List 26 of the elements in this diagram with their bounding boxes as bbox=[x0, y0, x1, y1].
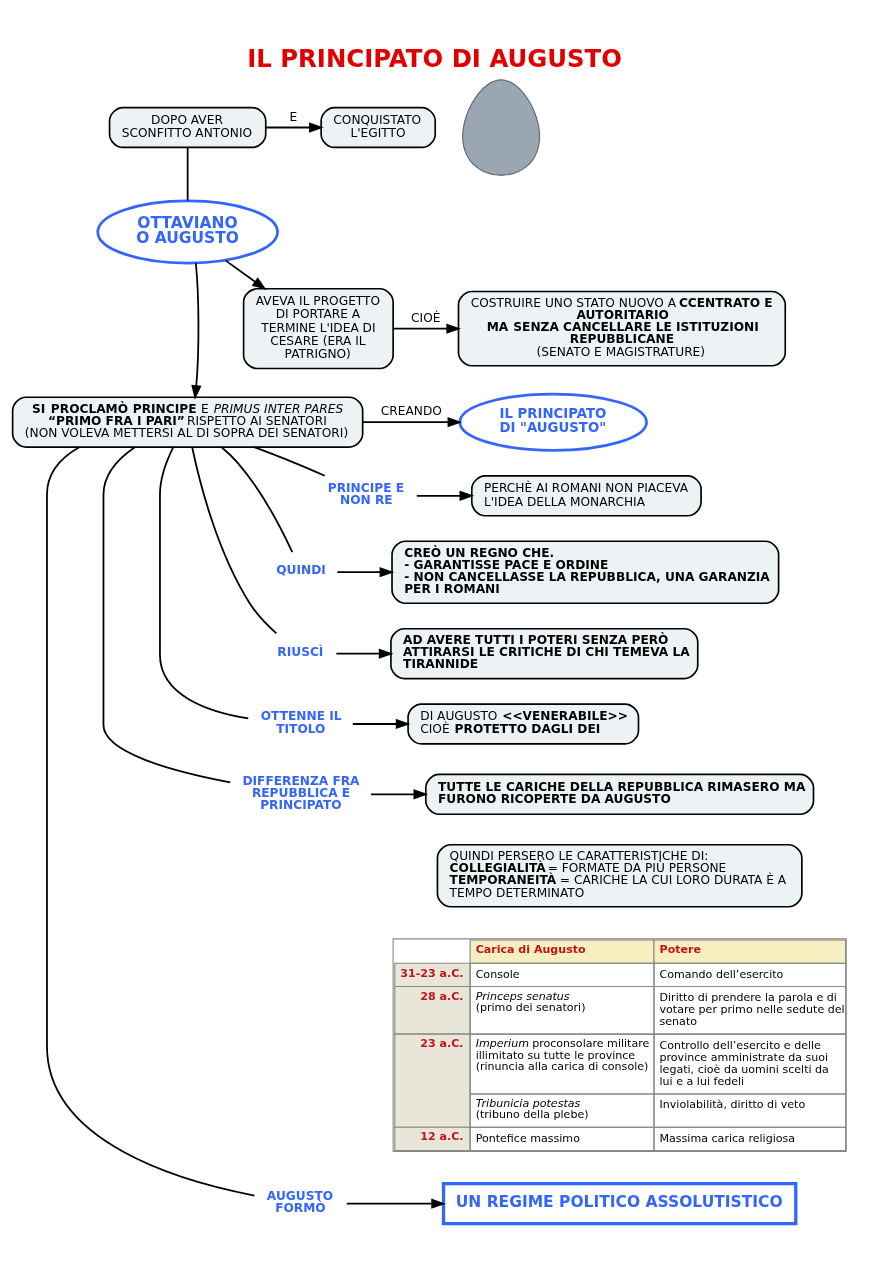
label: 23 a.C. bbox=[420, 1036, 464, 1050]
edge-label: CIOÈ bbox=[411, 310, 441, 325]
node-text: PRINCIPE E NON RE bbox=[327, 480, 405, 507]
edge-label: CREANDO bbox=[380, 403, 442, 418]
label: 28 a.C. bbox=[420, 989, 464, 1003]
label: Pontefice massimo bbox=[475, 1131, 580, 1145]
label: Diritto di prendere la parola e di votare per primo nelle sedute del senato bbox=[659, 990, 845, 1028]
label: 12 a.C. bbox=[420, 1129, 464, 1143]
node-text: OTTENNE IL TITOLO bbox=[260, 708, 342, 736]
label: Console bbox=[475, 967, 520, 981]
label: Massima carica religiosa bbox=[659, 1131, 796, 1145]
node-text: DIFFERENZA FRA REPUBBLICA E PRINCIPATO bbox=[242, 773, 360, 812]
node-text: QUINDI bbox=[276, 562, 326, 577]
label: Carica di Augusto bbox=[475, 942, 586, 956]
label: 31-23 a.C. bbox=[400, 966, 464, 980]
node-text: AUGUSTO FORMÒ bbox=[266, 1188, 334, 1215]
node-text: RIUSCÌ bbox=[277, 644, 324, 659]
label: Princeps senatus (primo dei senatori) bbox=[475, 989, 586, 1014]
label: Inviolabilità, diritto di veto bbox=[659, 1097, 806, 1111]
label: Controllo dell’esercito e delle province amministrate da suoi legati, cioè da uomini scelti da lui e a lui fedeli bbox=[659, 1038, 829, 1088]
label: Imperium proconsolare militare illimitato su tutte le province (rinuncia alla carica di console) bbox=[475, 1036, 650, 1073]
label: Potere bbox=[659, 942, 701, 956]
diagram-title: IL PRINCIPATO DI AUGUSTO bbox=[247, 43, 622, 73]
label: Tribunicia potestas (tribuno della plebe) bbox=[475, 1096, 589, 1121]
edge-label: E bbox=[289, 109, 298, 124]
label: Comando dell’esercito bbox=[659, 967, 784, 981]
